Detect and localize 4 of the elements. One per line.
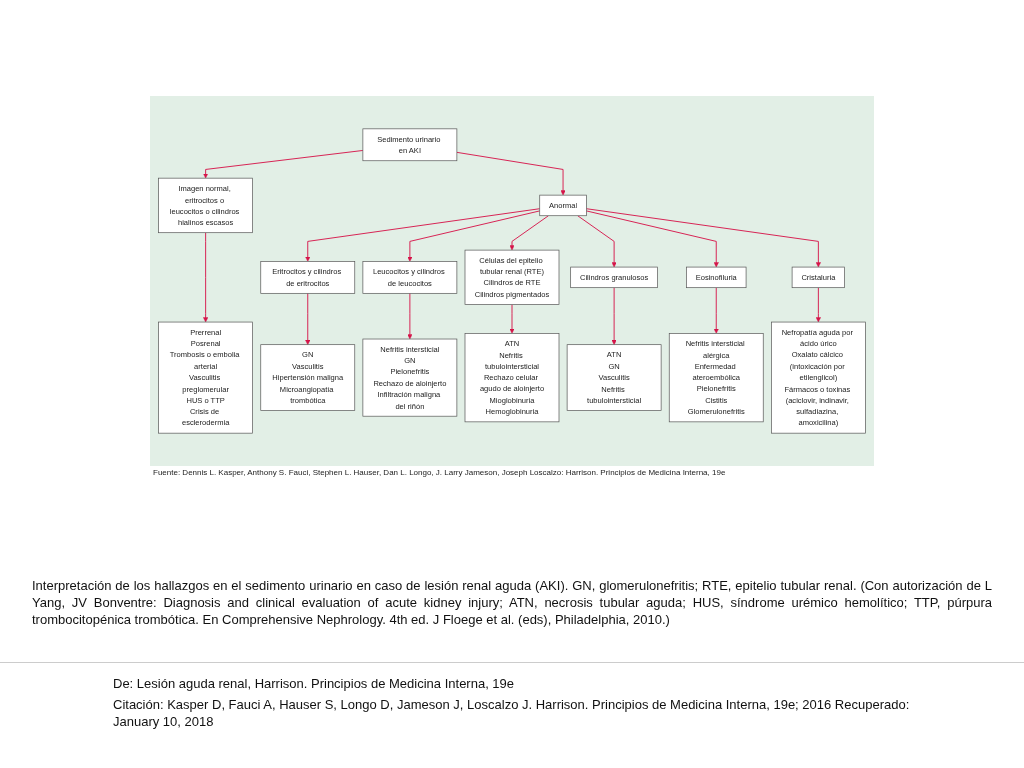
citation: Citación: Kasper D, Fauci A, Hauser S, Longo D, Jameson J, Loscalzo J. Harrison. Principios de Medicina Interna, 19e; 2016 Recuperado: January 10, 2018 [113,696,911,730]
source-note: Fuente: Dennis L. Kasper, Anthony S. Fauci, Stephen L. Hauser, Dan L. Longo, J. Larry Jameson, Joseph Loscalzo: Harrison. Principios de Medicina Interna, 19e [153,468,727,477]
caption: Interpretación de los hallazgos en el sedimento urinario en caso de lesión renal aguda (AKI). GN, glomerulonefritis; RTE, epitelio tubular renal. (Con autorización de L Yang, JV Bonventre: Diagnosis and clinical evaluation of acute kidney injury; ATN, necrosis tubular aguda; HUS, síndrome urémico hemolítico; TTP, púrpura trombocitopénica trombótica. En Comprehensive Nephrology. 4th ed. J Floege et al. (eds), Philadelphia, 2010.) [32,577,992,628]
source-line: De: Lesión aguda renal, Harrison. Principios de Medicina Interna, 19e [113,676,515,691]
